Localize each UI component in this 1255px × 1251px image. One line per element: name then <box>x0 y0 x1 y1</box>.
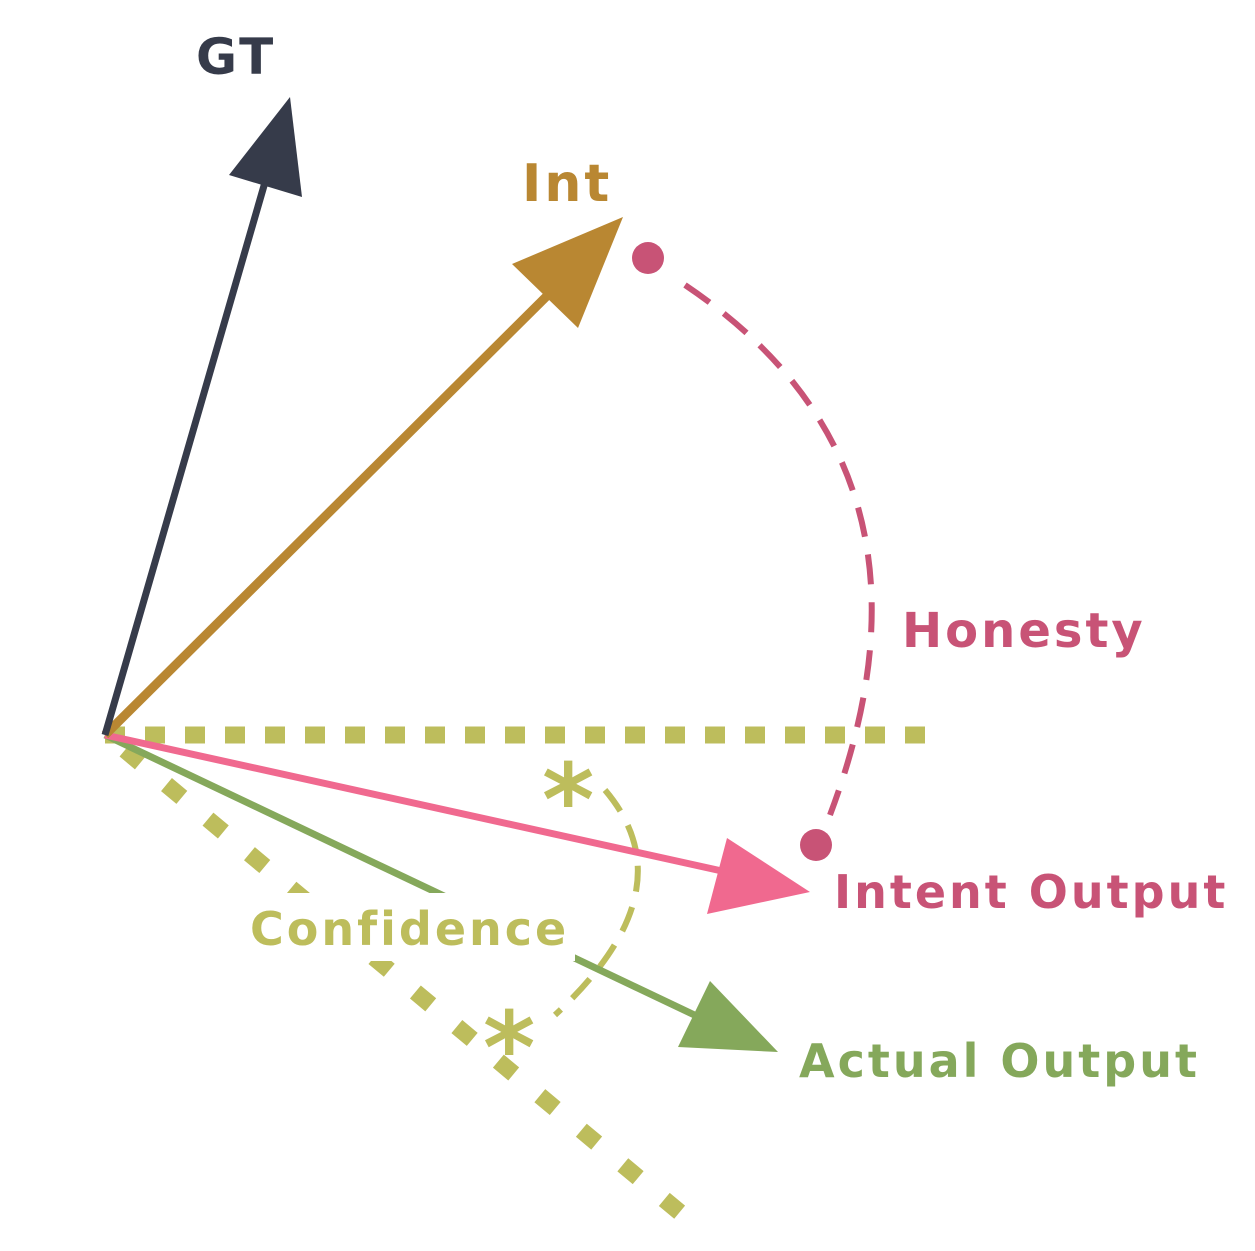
int-arrow-shaft <box>101 274 569 739</box>
confidence-label-background <box>245 893 575 961</box>
intent-output-arrowhead <box>707 838 810 914</box>
intent-output-label: Intent Output <box>834 865 1228 919</box>
honesty-arc-end-dot <box>800 829 832 861</box>
int-arrowhead <box>512 217 623 328</box>
honesty-angle-arc <box>683 282 875 817</box>
actual-output-label: Actual Output <box>799 1034 1200 1088</box>
confidence-diagonal-dotted-line <box>119 743 701 1232</box>
int-label: Int <box>522 154 612 214</box>
confidence-label: Confidence <box>250 902 569 956</box>
intent-output-arrow-shaft <box>104 731 741 879</box>
confidence-asterisk-marker-bottom: * <box>483 990 538 1107</box>
gt-arrowhead <box>229 97 302 197</box>
honesty-label: Honesty <box>902 603 1146 659</box>
actual-output-arrow-shaft <box>103 731 707 1024</box>
actual-output-arrowhead <box>678 981 778 1052</box>
confidence-asterisk-marker-top: * <box>542 742 597 859</box>
honesty-arc-start-dot <box>632 242 664 274</box>
gt-arrow-shaft <box>101 164 274 736</box>
gt-label: GT <box>196 28 276 86</box>
confidence-angle-arc <box>552 788 641 1018</box>
